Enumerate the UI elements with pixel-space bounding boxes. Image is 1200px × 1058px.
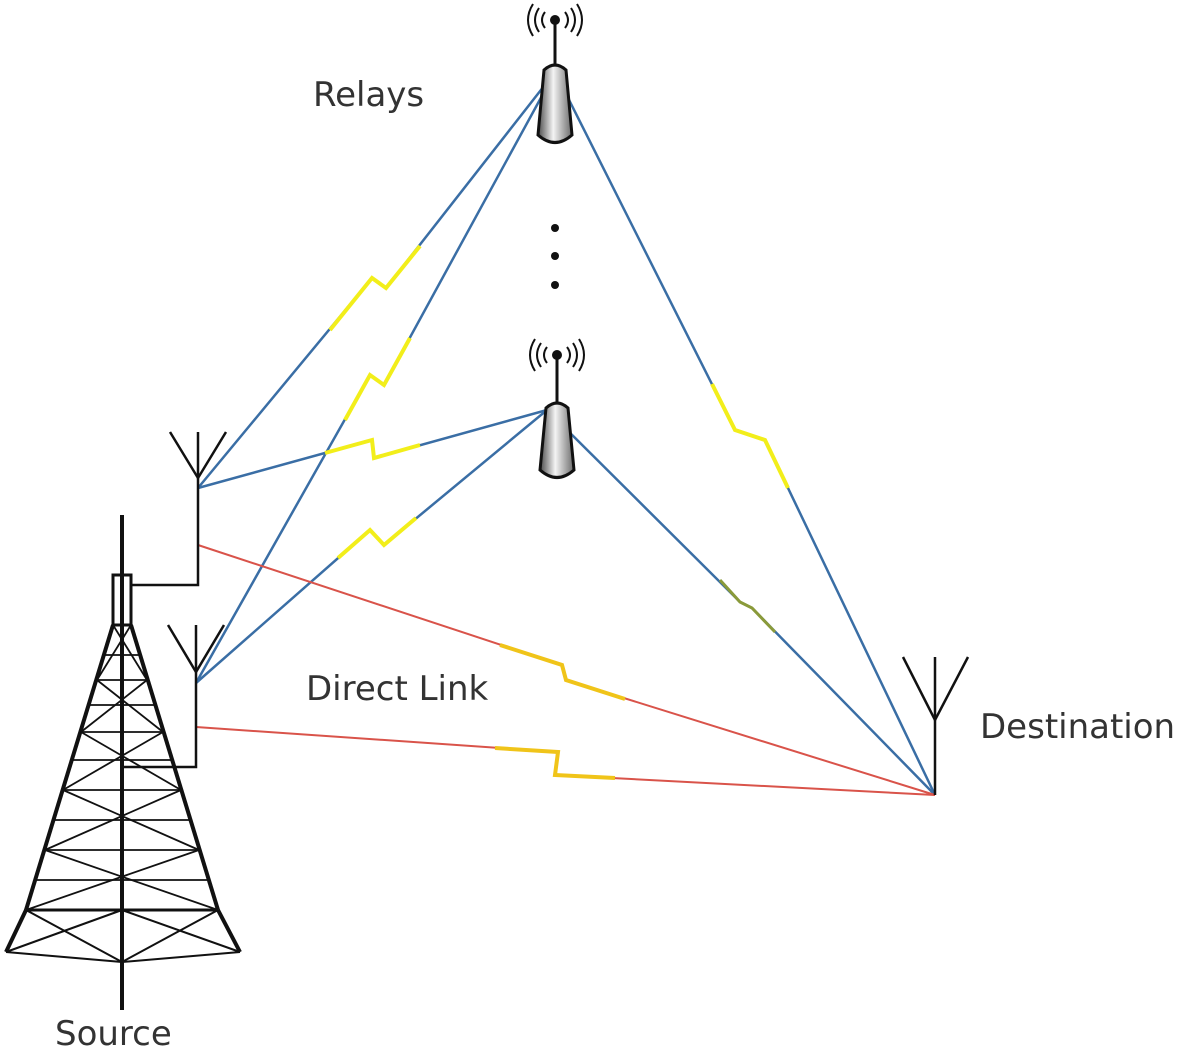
antenna-icon <box>166 624 226 683</box>
destination-antenna <box>901 656 970 795</box>
link-ant2-relay1-bolt <box>343 337 412 421</box>
relay-destination-links <box>546 71 937 796</box>
antenna-icon <box>901 656 970 795</box>
link-ant1-relay1-bolt <box>328 244 422 332</box>
source-label: Source <box>55 1014 172 1054</box>
source-relay-links <box>194 71 557 684</box>
link-ant1-relay2-bolt <box>324 437 421 461</box>
relay-2 <box>529 338 585 479</box>
source-antenna-1 <box>131 431 228 587</box>
relay-ellipsis <box>551 224 559 289</box>
source-antenna-2 <box>122 624 226 769</box>
link-ant2-relay2-bolt <box>336 516 418 560</box>
direct-link-label: Direct Link <box>306 669 489 709</box>
wireless-relay-icon <box>529 338 585 479</box>
direct-link-ant2-destination-bolt <box>494 746 616 780</box>
antenna-icon <box>168 431 228 488</box>
link-relay2-destination-bolt <box>718 578 777 634</box>
transmission-tower-icon <box>4 515 242 1010</box>
destination-label: Destination <box>980 707 1175 747</box>
link-relay1-destination-bolt <box>710 383 790 489</box>
feed-line-2 <box>122 683 198 769</box>
wireless-relay-icon <box>527 3 583 144</box>
feed-line-1 <box>131 488 200 587</box>
relays-label: Relays <box>313 75 424 115</box>
direct-links <box>195 544 936 796</box>
direct-link-ant1-destination-bolt <box>499 643 626 701</box>
relay-1 <box>527 3 583 144</box>
